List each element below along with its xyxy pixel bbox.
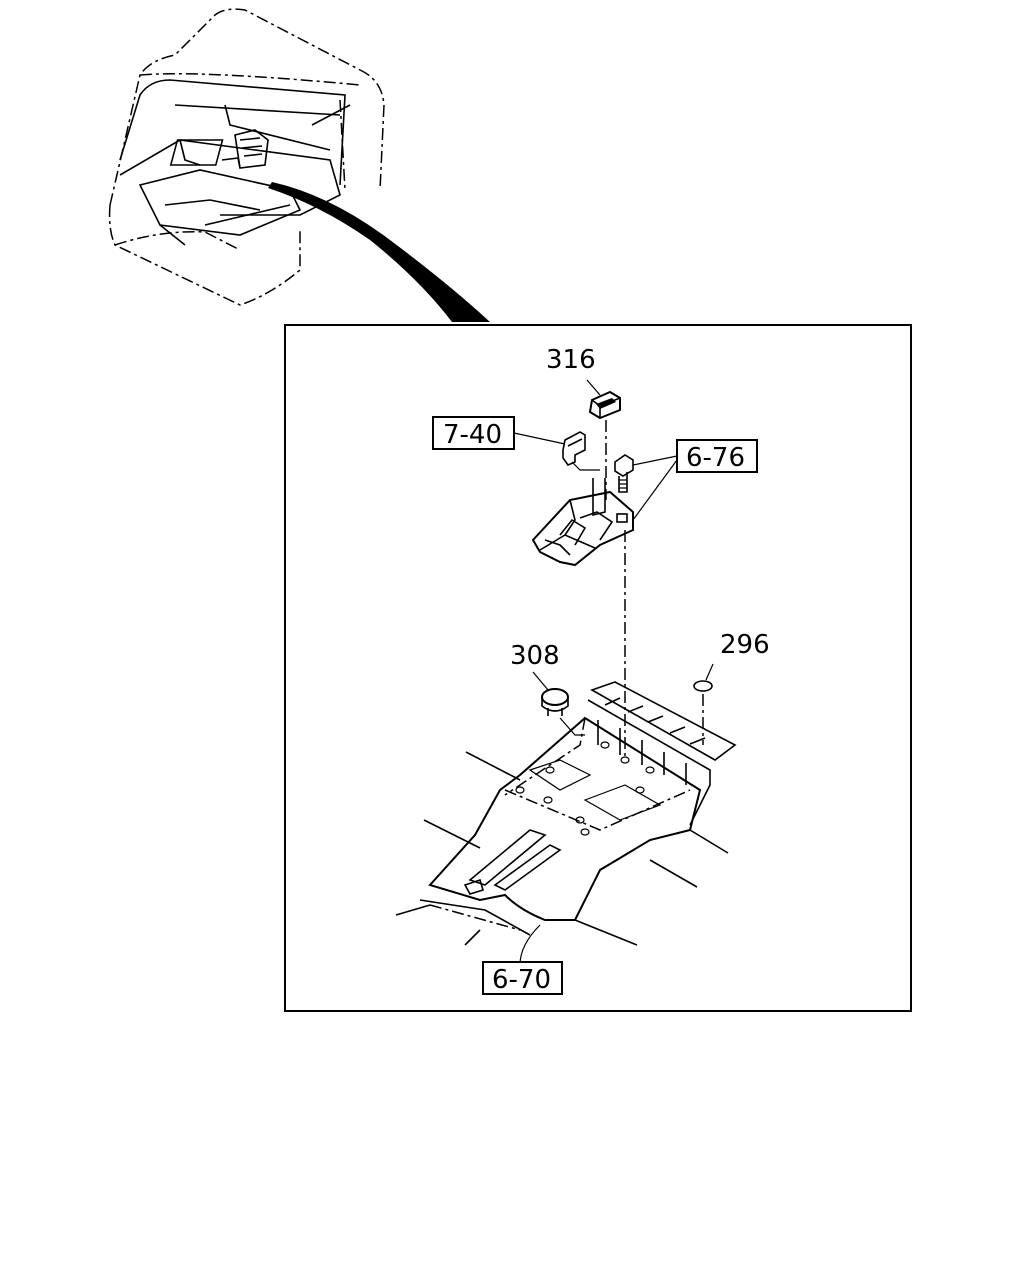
part-316-knob — [586, 379, 621, 420]
shifter-assembly — [531, 478, 634, 567]
ref-box-6-70[interactable]: 6-70 — [482, 961, 563, 995]
detail-frame — [284, 324, 912, 1012]
ref-label-6-76: 6-76 — [686, 443, 745, 473]
bolt-6-76 — [614, 454, 678, 521]
callout-316: 316 — [546, 345, 596, 375]
callout-308: 308 — [510, 641, 560, 671]
ref-label-6-70: 6-70 — [492, 965, 551, 995]
part-296-grommet — [693, 663, 714, 745]
ref-label-7-40: 7-40 — [443, 420, 502, 450]
ref-box-7-40[interactable]: 7-40 — [432, 416, 515, 450]
callout-296: 296 — [720, 630, 770, 660]
bracket-7-40 — [513, 431, 600, 471]
cab-overview — [108, 8, 385, 306]
zoom-pointer — [268, 182, 490, 322]
floor-console-6-70 — [395, 681, 737, 966]
ref-box-6-76[interactable]: 6-76 — [676, 439, 758, 473]
